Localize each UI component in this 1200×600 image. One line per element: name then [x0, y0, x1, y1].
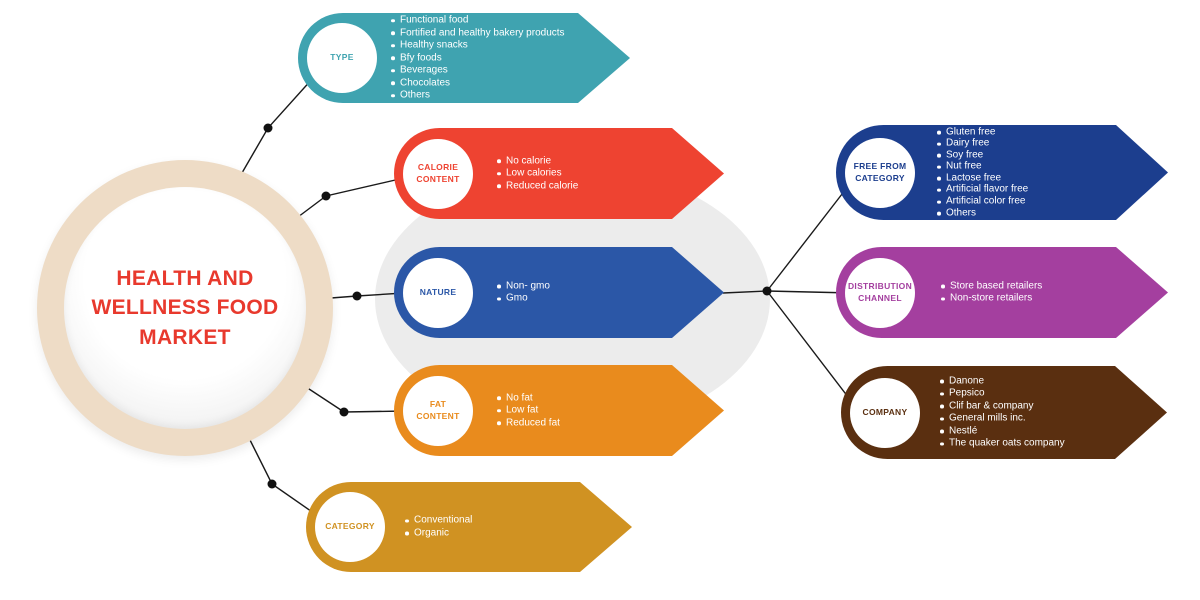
segment-distribution-channel: DISTRIBUTION CHANNEL Store based retaile… — [836, 247, 1168, 338]
segment-label: NATURE — [419, 286, 457, 297]
segment-label: FREE FROM CATEGORY — [853, 161, 907, 183]
list-item: Organic — [404, 527, 472, 540]
list-item: Dairy free — [936, 138, 1028, 150]
list-item: Others — [390, 89, 565, 102]
list-item: Low calories — [496, 167, 578, 180]
segment-company-badge: COMPANY — [850, 377, 920, 448]
market-title-line: HEALTH AND — [116, 266, 254, 290]
segment-category-badge: CATEGORY — [315, 492, 385, 562]
list-item: Fortified and healthy bakery products — [390, 27, 565, 40]
connector-dot — [339, 407, 349, 417]
segment-calorie-content-badge: CALORIE CONTENT — [403, 138, 473, 209]
market-title: HEALTH AND WELLNESS FOOD MARKET — [91, 264, 278, 352]
segment-label: DISTRIBUTION CHANNEL — [847, 281, 913, 303]
list-item: The quaker oats company — [939, 438, 1065, 451]
segment-label: TYPE — [330, 52, 354, 63]
list-item: Lactose free — [936, 173, 1028, 185]
list-item: Reduced calorie — [496, 180, 578, 193]
list-item: Gluten free — [936, 126, 1028, 138]
market-title-line: WELLNESS FOOD — [91, 296, 279, 320]
connector-dot — [263, 123, 273, 133]
segment-label: CATEGORY — [325, 521, 375, 532]
list-item: Clif bar & company — [939, 400, 1065, 413]
arrow-tip — [672, 365, 724, 456]
connector-dot — [762, 286, 772, 296]
list-item: Non-store retailers — [940, 293, 1042, 306]
segment-distribution-channel-badge: DISTRIBUTION CHANNEL — [845, 257, 915, 328]
arrow-tip — [1116, 247, 1168, 338]
list-item: Nestlé — [939, 425, 1065, 438]
arrow-tip — [1115, 366, 1167, 459]
list-item: Gmo — [496, 293, 550, 306]
arrow-tip — [672, 247, 724, 338]
center-circle: HEALTH AND WELLNESS FOOD MARKET — [64, 187, 306, 429]
segment-free-from-category-badge: FREE FROM CATEGORY — [845, 137, 915, 208]
list-item: Pepsico — [939, 388, 1065, 401]
list-item: Soy free — [936, 149, 1028, 161]
list-item: Chocolates — [390, 77, 565, 90]
arrow-tip — [578, 13, 630, 103]
segment-fat-content-badge: FAT CONTENT — [403, 375, 473, 446]
connector-dot — [321, 191, 331, 201]
center-ring: HEALTH AND WELLNESS FOOD MARKET — [37, 160, 333, 456]
list-item: No fat — [496, 392, 560, 405]
list-item: Store based retailers — [940, 280, 1042, 293]
segment-label: COMPANY — [862, 406, 908, 417]
list-item: Reduced fat — [496, 417, 560, 430]
list-item: General mills inc. — [939, 413, 1065, 426]
list-item: Danone — [939, 375, 1065, 388]
arrow-tip — [1116, 125, 1168, 220]
list-item: Non- gmo — [496, 280, 550, 293]
list-item: Healthy snacks — [390, 39, 565, 52]
list-item: Others — [936, 207, 1028, 219]
arrow-tip — [580, 482, 632, 572]
list-item: Low fat — [496, 404, 560, 417]
segment-nature-badge: NATURE — [403, 257, 473, 328]
segment-label: CALORIE CONTENT — [416, 162, 460, 184]
list-item: Artificial color free — [936, 196, 1028, 208]
list-item: No calorie — [496, 155, 578, 168]
segment-label: FAT CONTENT — [416, 399, 460, 421]
connector-dot — [267, 479, 277, 489]
list-item: Artificial flavor free — [936, 184, 1028, 196]
list-item: Conventional — [404, 515, 472, 528]
list-item: Functional food — [390, 14, 565, 27]
list-item: Nut free — [936, 161, 1028, 173]
connector-dot — [352, 291, 362, 301]
list-item: Bfy foods — [390, 52, 565, 65]
list-item: Beverages — [390, 64, 565, 77]
arrow-tip — [672, 128, 724, 219]
market-title-line: MARKET — [139, 325, 231, 349]
segment-type-badge: TYPE — [307, 23, 377, 93]
